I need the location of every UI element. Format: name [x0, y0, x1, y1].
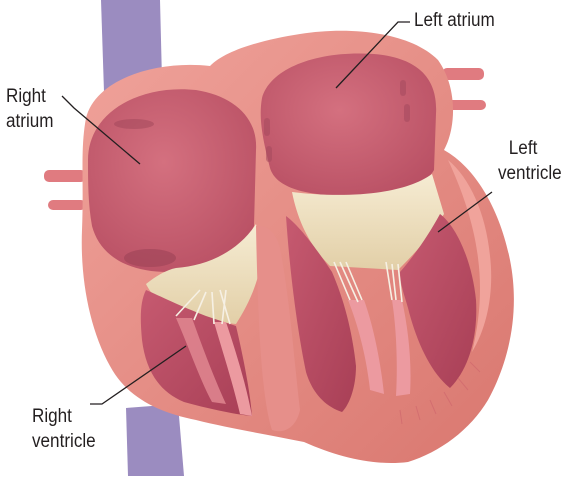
label-left-atrium-line1: Left atrium — [414, 8, 495, 33]
label-left-ventricle-line1: Left — [498, 136, 562, 161]
label-right-atrium: Right atrium — [6, 84, 54, 134]
label-right-ventricle-line2: ventricle — [32, 429, 96, 454]
label-left-ventricle: Left ventricle — [498, 136, 562, 186]
label-left-ventricle-line2: ventricle — [498, 161, 562, 186]
right-atrium-highlight — [124, 249, 176, 267]
right-atrium-ridge — [114, 119, 154, 129]
label-right-ventricle-line1: Right — [32, 404, 96, 429]
label-right-atrium-line2: atrium — [6, 109, 54, 134]
label-left-atrium: Left atrium — [414, 8, 495, 33]
label-right-ventricle: Right ventricle — [32, 404, 96, 454]
label-right-atrium-line1: Right — [6, 84, 54, 109]
right-atrium-chamber — [88, 89, 256, 272]
